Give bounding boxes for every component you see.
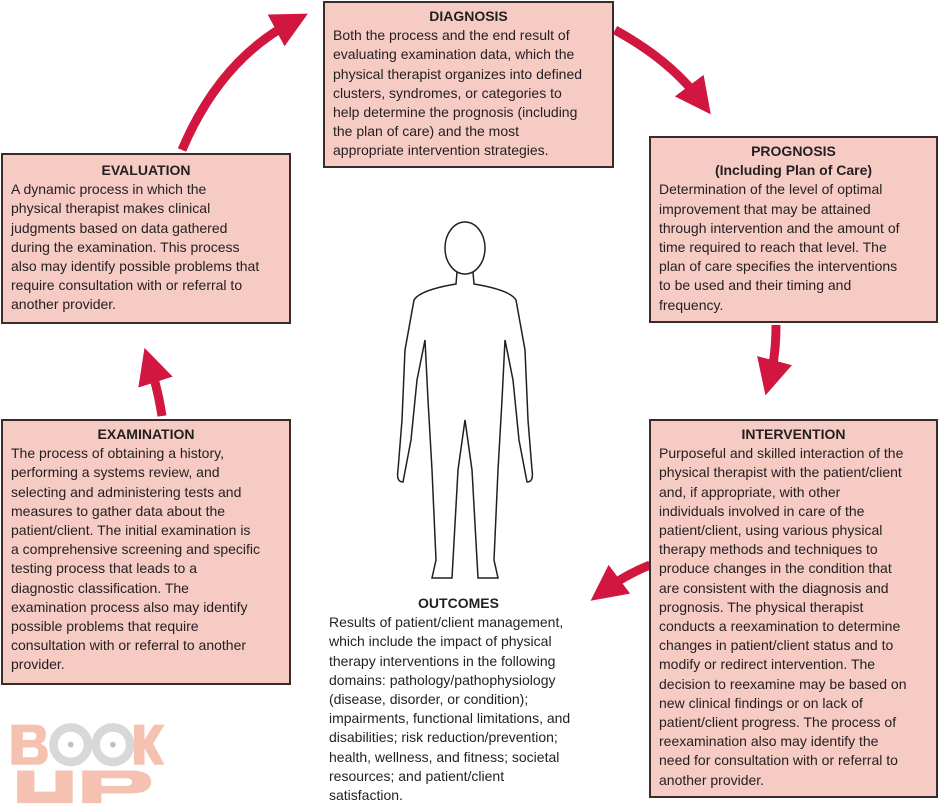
text-line: during the examination. This process (11, 238, 240, 255)
text-line: examination process also may identify (11, 598, 248, 615)
text-line: clusters, syndromes, or categories to (333, 84, 562, 101)
evaluation-title: EVALUATION (101, 162, 191, 178)
prognosis-text: Determination of the level of optimal imp… (659, 180, 928, 314)
text-line: require consultation with or referral to (11, 277, 243, 294)
arrow-intervention-to-outcomes (590, 560, 652, 601)
text-line: also may identify possible problems that (11, 258, 260, 275)
text-line: produce changes in the condition that (659, 560, 892, 577)
evaluation-text: A dynamic process in which the physical t… (11, 180, 281, 314)
text-line: the plan of care) and the most (333, 123, 519, 140)
outcomes-text: Results of patient/client management, whi… (329, 613, 588, 805)
text-line: and, if appropriate, with other (659, 483, 841, 500)
text-line: possible problems that require (11, 618, 199, 635)
text-line: are consistent with the diagnosis and (659, 579, 889, 596)
text-line: consultation with or referral to another (11, 637, 247, 654)
text-line: patient/client progress. The process of (659, 714, 897, 731)
intervention-text: Purposeful and skilled interaction of th… (659, 444, 928, 790)
text-line: to be used and their timing and (659, 277, 852, 294)
text-line: physical therapist makes clinical (11, 200, 211, 217)
text-line: another provider. (11, 296, 117, 313)
watermark-letter-k (133, 724, 165, 765)
diagnosis-text: Both the process and the end result of ev… (333, 26, 604, 160)
text-line: resources; and patient/client (329, 767, 505, 784)
text-line: through intervention and the amount of (659, 219, 900, 236)
text-line: appropriate intervention strategies. (333, 142, 549, 159)
prognosis-subtitle: (Including Plan of Care) (714, 162, 873, 179)
diagnosis-title: DIAGNOSIS (429, 8, 508, 24)
text-line: help determine the prognosis (including (333, 104, 578, 121)
text-line: provider. (11, 656, 65, 673)
arrow-examination-to-evaluation (138, 347, 173, 417)
evaluation-box: EVALUATION A dynamic process in which th… (1, 153, 291, 324)
text-line: Purposeful and skilled interaction of th… (659, 445, 904, 462)
text-line: health, wellness, and fitness; societal (329, 748, 560, 765)
examination-text: The process of obtaining a history, perfo… (11, 444, 281, 674)
watermark-letter-u (17, 770, 73, 804)
text-line: conducts a reexamination to determine (659, 618, 901, 635)
outcomes-block: OUTCOMES Results of patient/client manag… (321, 590, 596, 809)
text-line: disabilities; risk reduction/prevention; (329, 729, 558, 746)
arrow-evaluation-to-diagnosis (177, 13, 308, 152)
text-line: (disease, disorder, or condition); (329, 691, 529, 708)
arrow-prognosis-to-intervention (757, 324, 792, 396)
text-line: Both the process and the end result of (333, 27, 570, 44)
text-line: impairments, functional limitations, and (329, 710, 571, 727)
examination-title: EXAMINATION (97, 426, 195, 442)
text-line: another provider. (659, 771, 765, 788)
text-line: therapy methods and techniques to (659, 541, 878, 558)
text-line: improvement that may be attained (659, 200, 871, 217)
text-line: diagnostic classification. The (11, 579, 189, 596)
text-line: a comprehensive screening and specific (11, 541, 261, 558)
text-line: Results of patient/client management, (329, 614, 564, 631)
text-line: The process of obtaining a history, (11, 445, 224, 462)
text-line: evaluating examination data, which the (333, 46, 575, 63)
examination-box: EXAMINATION The process of obtaining a h… (1, 419, 291, 685)
text-line: need for consultation with or referral t… (659, 752, 898, 769)
text-line: prognosis. The physical therapist (659, 598, 864, 615)
text-line: which include the impact of physical (329, 633, 552, 650)
text-line: modify or redirect intervention. The (659, 656, 876, 673)
text-line: individuals involved in care of the (659, 502, 865, 519)
text-line: measures to gather data about the (11, 502, 226, 519)
prognosis-box: PROGNOSIS (Including Plan of Care) Deter… (649, 136, 938, 323)
text-line: physical therapist with the patient/clie… (659, 464, 902, 481)
bookup-watermark-logo (11, 723, 165, 804)
text-line: time required to reach that level. The (659, 239, 887, 256)
text-line: patient/client. The initial examination … (11, 522, 251, 539)
text-line: domains: pathology/pathophysiology (329, 671, 556, 688)
text-line: judgments based on data gathered (11, 219, 228, 236)
text-line: new clinical findings or on lack of (659, 694, 863, 711)
text-line: physical therapist organizes into define… (333, 65, 583, 82)
intervention-box: INTERVENTION Purposeful and skilled inte… (649, 419, 938, 798)
arrow-diagnosis-to-prognosis (612, 26, 711, 115)
text-line: frequency. (659, 296, 724, 313)
outcomes-title: OUTCOMES (418, 595, 499, 611)
watermark-letter-p (82, 770, 152, 804)
watermark-letter-b (11, 724, 48, 765)
text-line: reexamination also may identify the (659, 733, 879, 750)
text-line: changes in patient/client status and to (659, 637, 894, 654)
intervention-title: INTERVENTION (741, 426, 846, 442)
text-line: performing a systems review, and (11, 464, 220, 481)
diagnosis-box: DIAGNOSIS Both the process and the end r… (323, 1, 614, 168)
text-line: patient/client, using various physical (659, 522, 883, 539)
text-line: decision to reexamine may be based on (659, 675, 907, 692)
text-line: therapy interventions in the following (329, 652, 556, 669)
text-line: testing process that leads to a (11, 560, 197, 577)
human-figure-icon (396, 221, 534, 579)
text-line: plan of care specifies the interventions (659, 258, 898, 275)
text-line: satisfaction. (329, 787, 403, 804)
text-line: Determination of the level of optimal (659, 181, 883, 198)
text-line: A dynamic process in which the (11, 181, 207, 198)
text-line: selecting and administering tests and (11, 483, 242, 500)
prognosis-title: PROGNOSIS (751, 143, 836, 159)
